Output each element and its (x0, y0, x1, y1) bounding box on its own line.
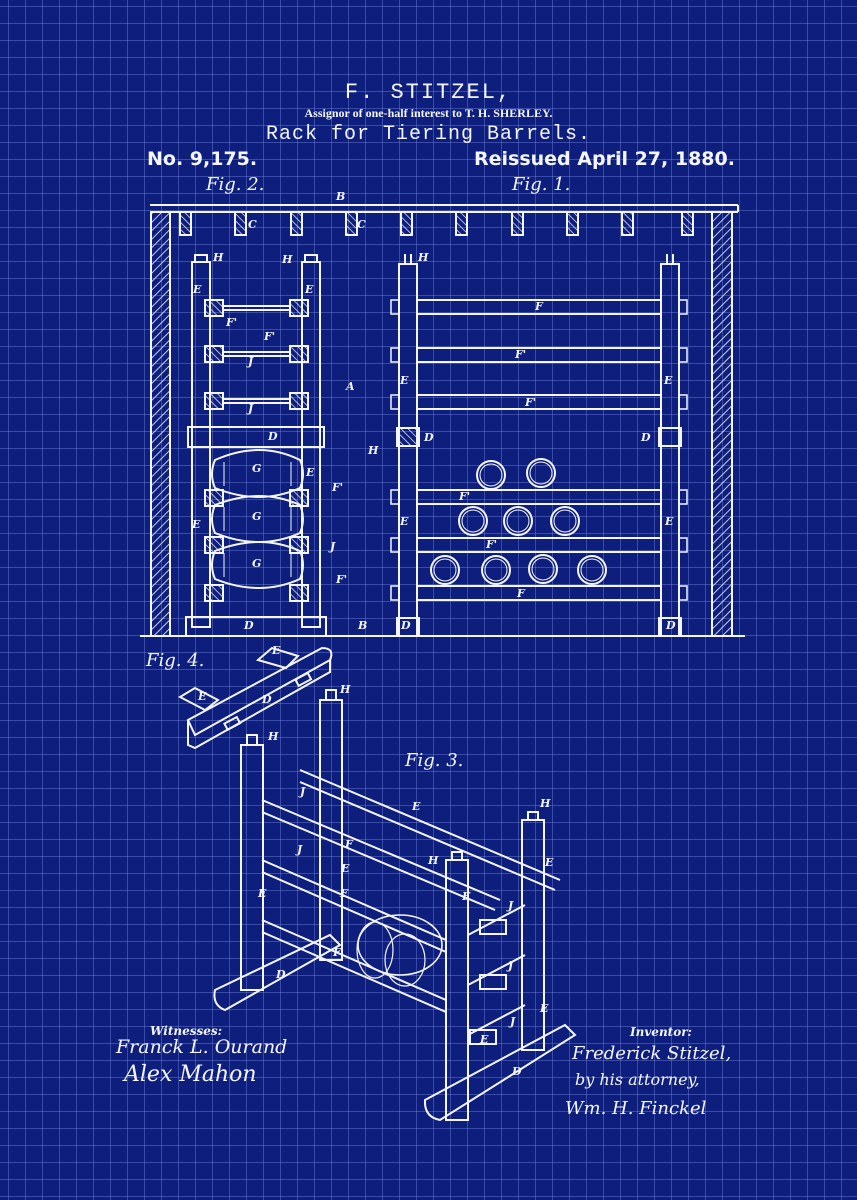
ref-F-10: F (517, 587, 525, 600)
fig1-bolts (390, 299, 688, 601)
fig3-rack (213, 689, 577, 1122)
fig2-rack (185, 254, 327, 637)
ref-E-13: E (545, 856, 554, 869)
fig3-label: Fig. 3. (405, 750, 464, 771)
ref-D-3: D (424, 431, 434, 444)
ref-F-6: F' (515, 348, 527, 361)
ref-E-11: E (412, 800, 421, 813)
ref-C-2: C (357, 218, 366, 231)
ceiling-joists (179, 211, 694, 236)
ref-E-12: E (341, 862, 350, 875)
attorney-signature: Wm. H. Finckel (565, 1098, 707, 1119)
attorney-line: by his attorney, (575, 1070, 700, 1089)
ref-E-5: E (400, 374, 409, 387)
ref-D-2: D (244, 619, 254, 632)
ref-G-1: G (252, 462, 262, 475)
ref-H-3: H (418, 251, 429, 264)
witness-2-signature: Alex Mahon (124, 1062, 257, 1087)
fig2-barrels (211, 449, 304, 589)
ref-J-1: J (248, 355, 254, 368)
ref-H-4: H (368, 444, 379, 457)
fig2-label: Fig. 2. (206, 174, 265, 195)
ref-D-4: D (641, 431, 651, 444)
ref-E-6: E (664, 374, 673, 387)
inventor-label: Inventor: (630, 1025, 692, 1039)
fig1-barrel-ends (430, 458, 607, 585)
ref-J-4: J (300, 785, 306, 798)
ref-E-8: E (665, 515, 674, 528)
ref-H-6: H (268, 730, 279, 743)
ref-E-14: E (258, 887, 267, 900)
ref-H-1: H (213, 251, 224, 264)
ref-D-5: D (401, 619, 411, 632)
fig1-rack (390, 254, 688, 637)
ref-D-1: D (268, 430, 278, 443)
ref-F-1: F' (226, 316, 238, 329)
witnesses-label: Witnesses: (150, 1024, 223, 1038)
ref-F-2: F' (264, 330, 276, 343)
ref-E-9: E (272, 644, 281, 657)
ref-H-2: H (282, 253, 293, 266)
ref-F-12: F (340, 887, 348, 900)
ref-E-3: E (306, 466, 315, 479)
ref-J-2: J (248, 402, 254, 415)
ref-F-9: F' (486, 538, 498, 551)
ref-F-3: F' (332, 481, 344, 494)
ref-F-5: F (535, 300, 543, 313)
ref-E-10: E (198, 690, 207, 703)
patent-number: No. 9,175. (147, 148, 258, 170)
ref-C-1: C (248, 218, 257, 231)
ref-D-7: D (262, 693, 272, 706)
ref-F-8: F' (459, 490, 471, 503)
building-frame (140, 204, 745, 637)
ref-E-16: E (540, 1002, 549, 1015)
ref-G-2: G (252, 510, 262, 523)
ref-F-4: F' (336, 573, 348, 586)
reissue-date: Reissued April 27, 1880. (474, 148, 735, 170)
inventor-name: F. STITZEL, (344, 80, 513, 105)
ref-J-6: J (508, 899, 514, 912)
ref-J-5: J (297, 843, 303, 856)
ref-J-3: J (330, 540, 336, 553)
ref-J-7: J (508, 959, 514, 972)
ref-D-6: D (666, 619, 676, 632)
ref-E-15: E (462, 890, 471, 903)
fig4-sill (177, 646, 333, 750)
fig1-label: Fig. 1. (512, 174, 571, 195)
assignor-line: Assignor of one-half interest to T. H. S… (304, 106, 553, 120)
ref-F-11: F (345, 838, 353, 851)
ref-E-2: E (305, 283, 314, 296)
patent-title: Rack for Tiering Barrels. (265, 123, 592, 146)
ref-F-13: F (333, 946, 341, 959)
ref-E-17: E (480, 1033, 489, 1046)
ref-B-bottom: B (358, 619, 368, 632)
inventor-signature: Frederick Stitzel, (572, 1043, 732, 1064)
ref-B-top: B (336, 190, 346, 203)
ref-D-9: D (512, 1065, 522, 1078)
ref-G-3: G (252, 557, 262, 570)
ref-A: A (346, 380, 355, 393)
fig4-label: Fig. 4. (146, 650, 205, 671)
ref-H-5: H (340, 683, 351, 696)
ref-H-7: H (540, 797, 551, 810)
ref-E-4: E (192, 518, 201, 531)
ref-D-8: D (276, 968, 286, 981)
witness-1-signature: Franck L. Ourand (116, 1036, 288, 1058)
ref-H-8: H (428, 854, 439, 867)
ref-E-1: E (193, 283, 202, 296)
ref-J-8: J (510, 1015, 516, 1028)
ref-F-7: F' (525, 396, 537, 409)
ref-E-7: E (400, 515, 409, 528)
